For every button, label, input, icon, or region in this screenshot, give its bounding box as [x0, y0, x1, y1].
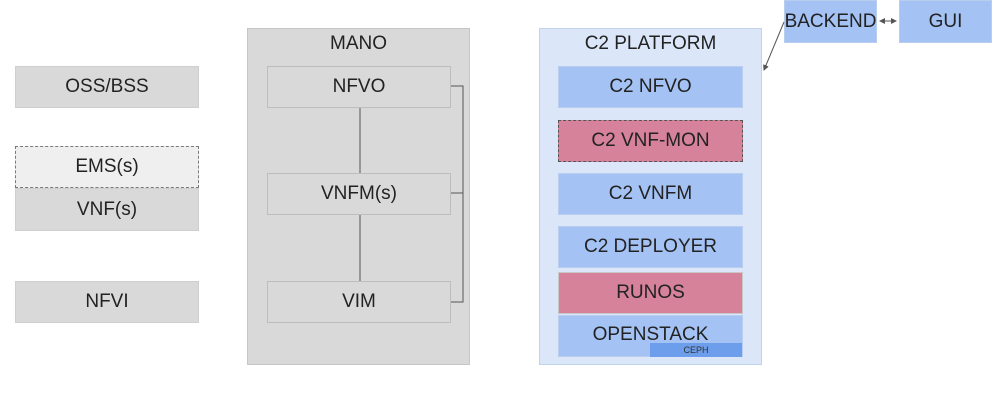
- nfvo-box: NFVO: [267, 66, 451, 108]
- vnfm-label: VNFM(s): [321, 183, 397, 204]
- mano-bracket: [451, 85, 464, 303]
- vnf-box: VNF(s): [15, 188, 199, 231]
- runos-box: RUNOS: [558, 272, 743, 314]
- vnf-label: VNF(s): [76, 198, 138, 220]
- backend-label: BACKEND: [784, 10, 877, 32]
- ceph-box: CEPH: [650, 343, 742, 357]
- backend-box: BACKEND: [784, 0, 877, 43]
- openstack-label: OPENSTACK: [592, 324, 709, 345]
- gui-box: GUI: [899, 0, 992, 43]
- nfvi-box: NFVI: [15, 281, 199, 323]
- backend-to-c2-arrow: [763, 21, 785, 71]
- c2-nfvo-label: C2 NFVO: [609, 76, 692, 97]
- c2-vnf-mon-label: C2 VNF-MON: [591, 130, 710, 151]
- vnfm-box: VNFM(s): [267, 173, 451, 215]
- c2-deployer-box: C2 DEPLOYER: [558, 226, 743, 268]
- c2-platform-title: C2 PLATFORM: [584, 33, 717, 54]
- ems-box: EMS(s): [15, 146, 199, 188]
- c2-deployer-label: C2 DEPLOYER: [583, 236, 718, 257]
- c2-vnfm-box: C2 VNFM: [558, 173, 743, 215]
- mano-title: MANO: [330, 33, 387, 54]
- runos-label: RUNOS: [616, 282, 685, 303]
- c2-nfvo-box: C2 NFVO: [558, 66, 743, 108]
- oss-bss-label: OSS/BSS: [65, 76, 149, 97]
- nfvo-label: NFVO: [332, 76, 386, 97]
- vim-label: VIM: [342, 291, 376, 312]
- ceph-label: CEPH: [683, 345, 709, 355]
- nfvi-label: NFVI: [85, 291, 129, 312]
- vim-box: VIM: [267, 281, 451, 323]
- ems-label: EMS(s): [75, 156, 139, 177]
- c2-vnf-mon-box: C2 VNF-MON: [558, 120, 743, 162]
- c2-vnfm-label: C2 VNFM: [608, 183, 693, 204]
- oss-bss-box: OSS/BSS: [15, 66, 199, 108]
- gui-label: GUI: [928, 10, 963, 32]
